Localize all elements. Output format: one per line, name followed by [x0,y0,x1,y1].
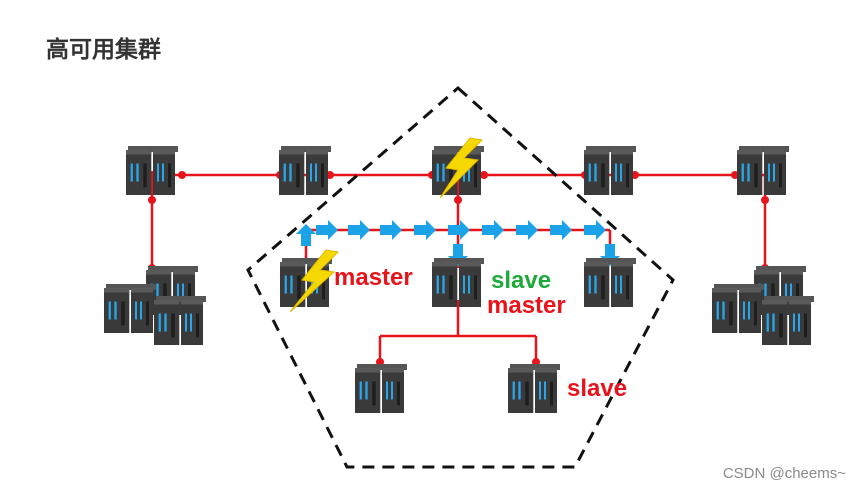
server-cluster-icon [712,266,814,345]
slave-label: slave [491,267,551,294]
lightning-icon [289,249,340,313]
server-icon [584,146,636,195]
page-title: 高可用集群 [46,37,161,63]
server-icon [737,146,789,195]
lightning-icon [439,137,484,199]
slave-label: slave [567,375,627,402]
server-cluster-icon [104,266,206,345]
cluster-boundary [246,86,675,469]
master-label: master [487,292,566,319]
server-icon [279,146,331,195]
watermark: CSDN @cheems~ [722,465,846,482]
master-label: master [334,264,413,291]
server-icon [355,364,407,413]
server-icon [508,364,560,413]
